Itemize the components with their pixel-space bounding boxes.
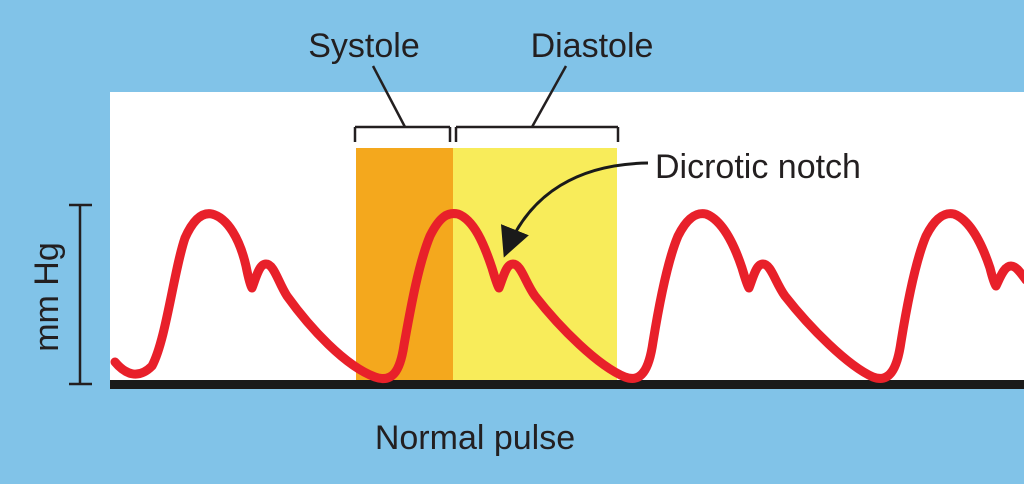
systole-bracket (353, 125, 452, 142)
baseline (110, 380, 1024, 389)
dicrotic-notch-label: Dicrotic notch (655, 148, 861, 186)
y-axis-bracket (69, 203, 92, 386)
diastole-band (453, 148, 617, 384)
systole-label: Systole (308, 27, 420, 65)
y-axis-label: mm Hg (28, 242, 66, 352)
diastole-bracket (454, 125, 620, 142)
diastole-label: Diastole (531, 27, 654, 65)
curved-arrow-icon (501, 161, 649, 258)
systole-leader-line (371, 65, 407, 128)
caption: Normal pulse (375, 419, 575, 457)
pulse-waveform (110, 209, 1024, 383)
diastole-leader-line (530, 65, 568, 128)
